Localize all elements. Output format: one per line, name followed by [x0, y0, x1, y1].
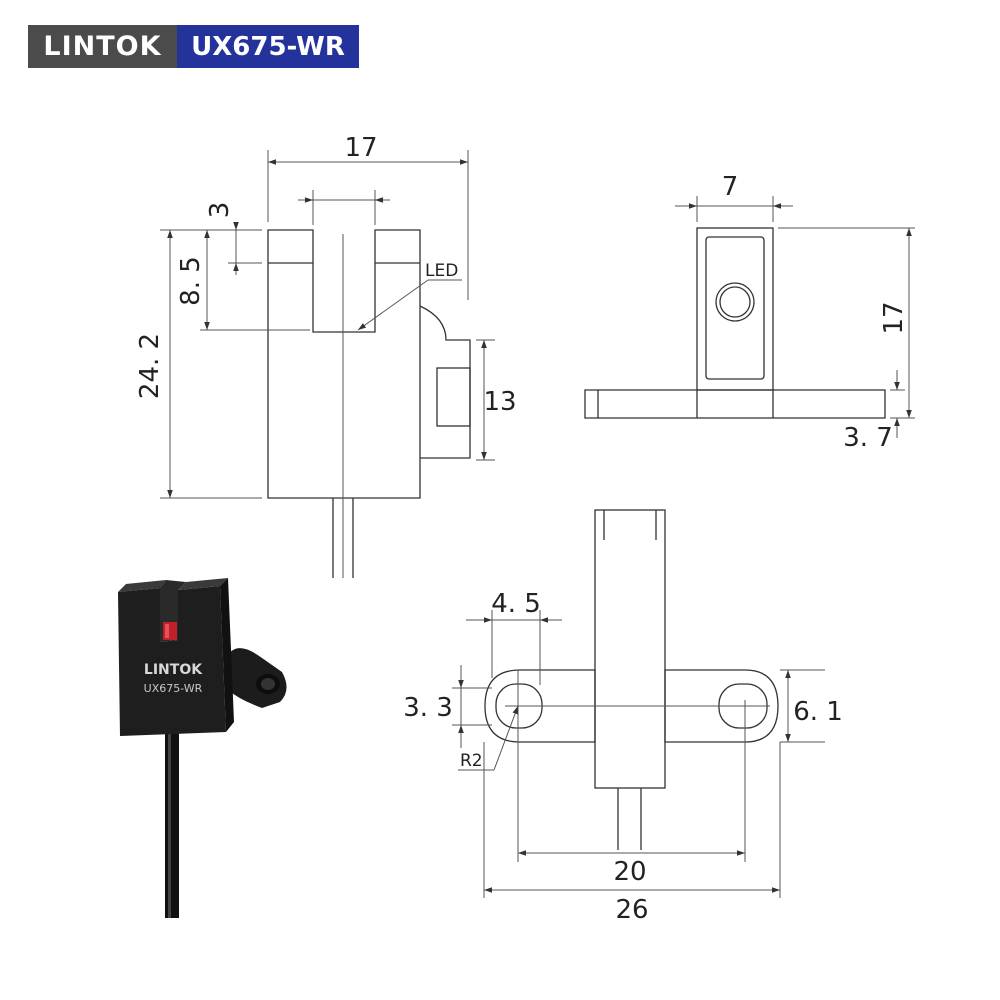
dim-slot-length: 4. 5 [491, 589, 541, 619]
brand-logo: LINTOK [28, 25, 177, 68]
dim-slot-width-bottom: 3. 3 [403, 693, 453, 723]
dim-side-height: 17 [879, 301, 909, 334]
dim-radius: R2 [460, 751, 483, 771]
dim-slot-width: 3 [205, 202, 235, 219]
dim-slot-depth: 8. 5 [176, 256, 206, 306]
dim-ear-width: 6. 1 [793, 697, 843, 727]
dim-side-width: 7 [722, 172, 739, 202]
dim-hole-pitch: 20 [613, 857, 646, 887]
model-name: UX675-WR [177, 25, 359, 68]
photo-brand: LINTOK [144, 662, 203, 678]
header: LINTOK UX675-WR [28, 25, 359, 68]
dim-width: 17 [344, 133, 377, 163]
led-label: LED [425, 261, 458, 281]
dim-mount-height: 13 [483, 387, 516, 417]
side-view: 7 17 3. 7 [584, 172, 915, 453]
photo-model: UX675-WR [144, 682, 203, 695]
dim-total-length: 26 [615, 895, 648, 925]
front-view: 17 3 8. 5 24. 2 13 LED [135, 133, 517, 578]
product-photo: LINTOK UX675-WR [118, 578, 287, 918]
bottom-view: 4. 5 3. 3 6. 1 R2 20 26 [403, 509, 843, 925]
dim-base-thickness: 3. 7 [843, 423, 893, 453]
dim-height: 24. 2 [135, 333, 165, 399]
